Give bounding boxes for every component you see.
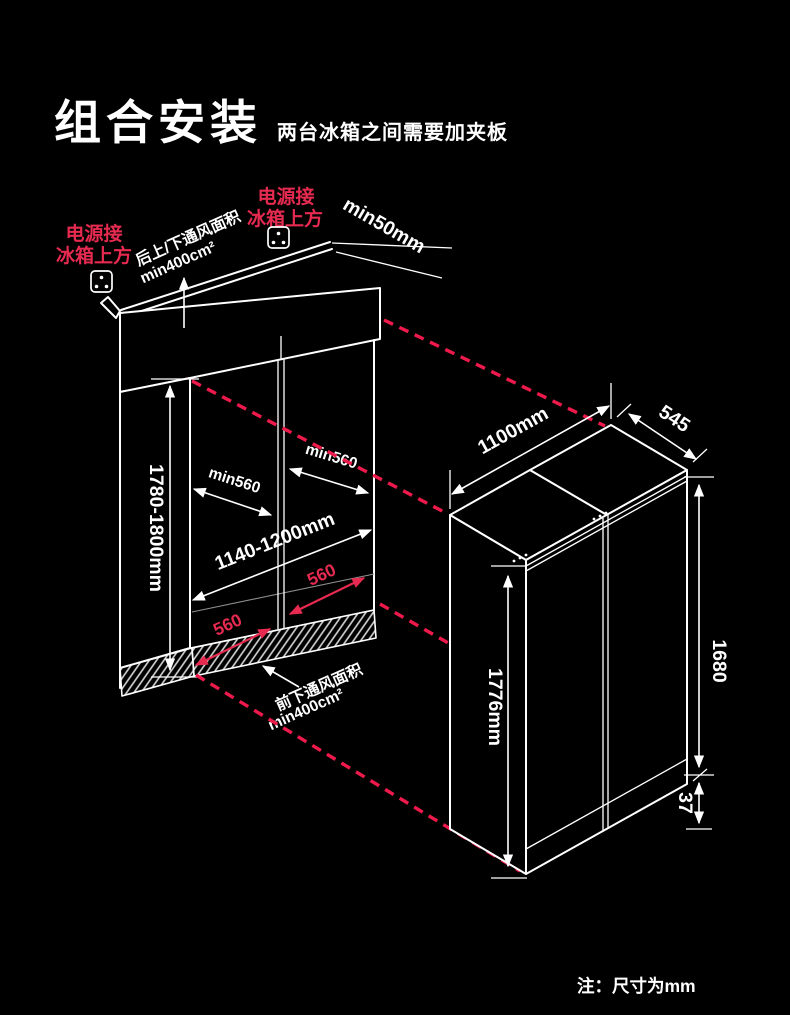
page-title: 组合安装 — [54, 96, 262, 149]
bottom-depth-right-arrow — [288, 577, 366, 615]
depth-tick-rear — [616, 403, 632, 418]
projection-top-left — [191, 379, 447, 515]
ceiling-line — [331, 242, 453, 249]
page-subtitle: 两台冰箱之间需要加夹板 — [277, 120, 508, 144]
depth-left-label: min560 — [206, 464, 262, 497]
bottom-depth-left-label: 560 — [210, 609, 245, 640]
wall-rail-bottom — [122, 248, 333, 318]
fridge-front-face — [525, 469, 688, 875]
niche-top-slab — [119, 287, 381, 393]
cabinet-top-edge-extension — [335, 251, 443, 279]
right-height-label: 1680 — [708, 639, 730, 683]
ceiling-gap-label: min50mm — [339, 194, 429, 259]
niche-floor-line — [191, 573, 375, 613]
bottom-depth-right-label: 560 — [304, 559, 339, 590]
power-top-line1: 电源接 — [257, 185, 314, 208]
plinth-slash — [692, 768, 708, 782]
wall-rail-top — [120, 241, 331, 311]
power-callout-left: 电源接 冰箱上方 — [56, 222, 132, 293]
plinth-label: 37 — [674, 792, 696, 814]
fridge-pair-drawing — [449, 424, 688, 875]
power-top-line2: 冰箱上方 — [247, 207, 323, 230]
fridge-width-arrow — [450, 405, 611, 495]
front-height-label: 1776mm — [484, 668, 506, 746]
bottom-depth-left-arrow — [194, 628, 272, 666]
power-left-line1: 电源接 — [65, 222, 122, 245]
fridge-width-label: 1100mm — [474, 402, 552, 459]
depth-right-label: min560 — [303, 441, 359, 473]
wall-rail-tab — [100, 296, 121, 319]
depth-left-arrow — [192, 487, 273, 517]
fridge-top-band-line2 — [525, 480, 688, 572]
vent-bottom-arrow — [261, 665, 300, 688]
hinge-dots — [512, 511, 608, 563]
power-outlet-icon — [267, 226, 290, 249]
fridge-depth-label: 545 — [655, 401, 694, 437]
depth-right-arrow — [288, 467, 370, 495]
power-outlet-icon — [90, 270, 113, 293]
fridge-top-band-line1 — [525, 475, 688, 567]
depth-tick-front — [692, 448, 708, 463]
fridge-depth-arrow — [627, 413, 698, 460]
width-dim-arrow — [191, 529, 373, 601]
power-callout-top: 电源接 冰箱上方 — [247, 185, 323, 249]
power-left-line2: 冰箱上方 — [56, 244, 132, 267]
projection-top-right — [383, 318, 606, 428]
height-dim-label: 1780-1800mm — [145, 464, 167, 592]
door-bottom-seam — [525, 758, 688, 850]
units-note: 注：尺寸为mm — [577, 976, 696, 996]
